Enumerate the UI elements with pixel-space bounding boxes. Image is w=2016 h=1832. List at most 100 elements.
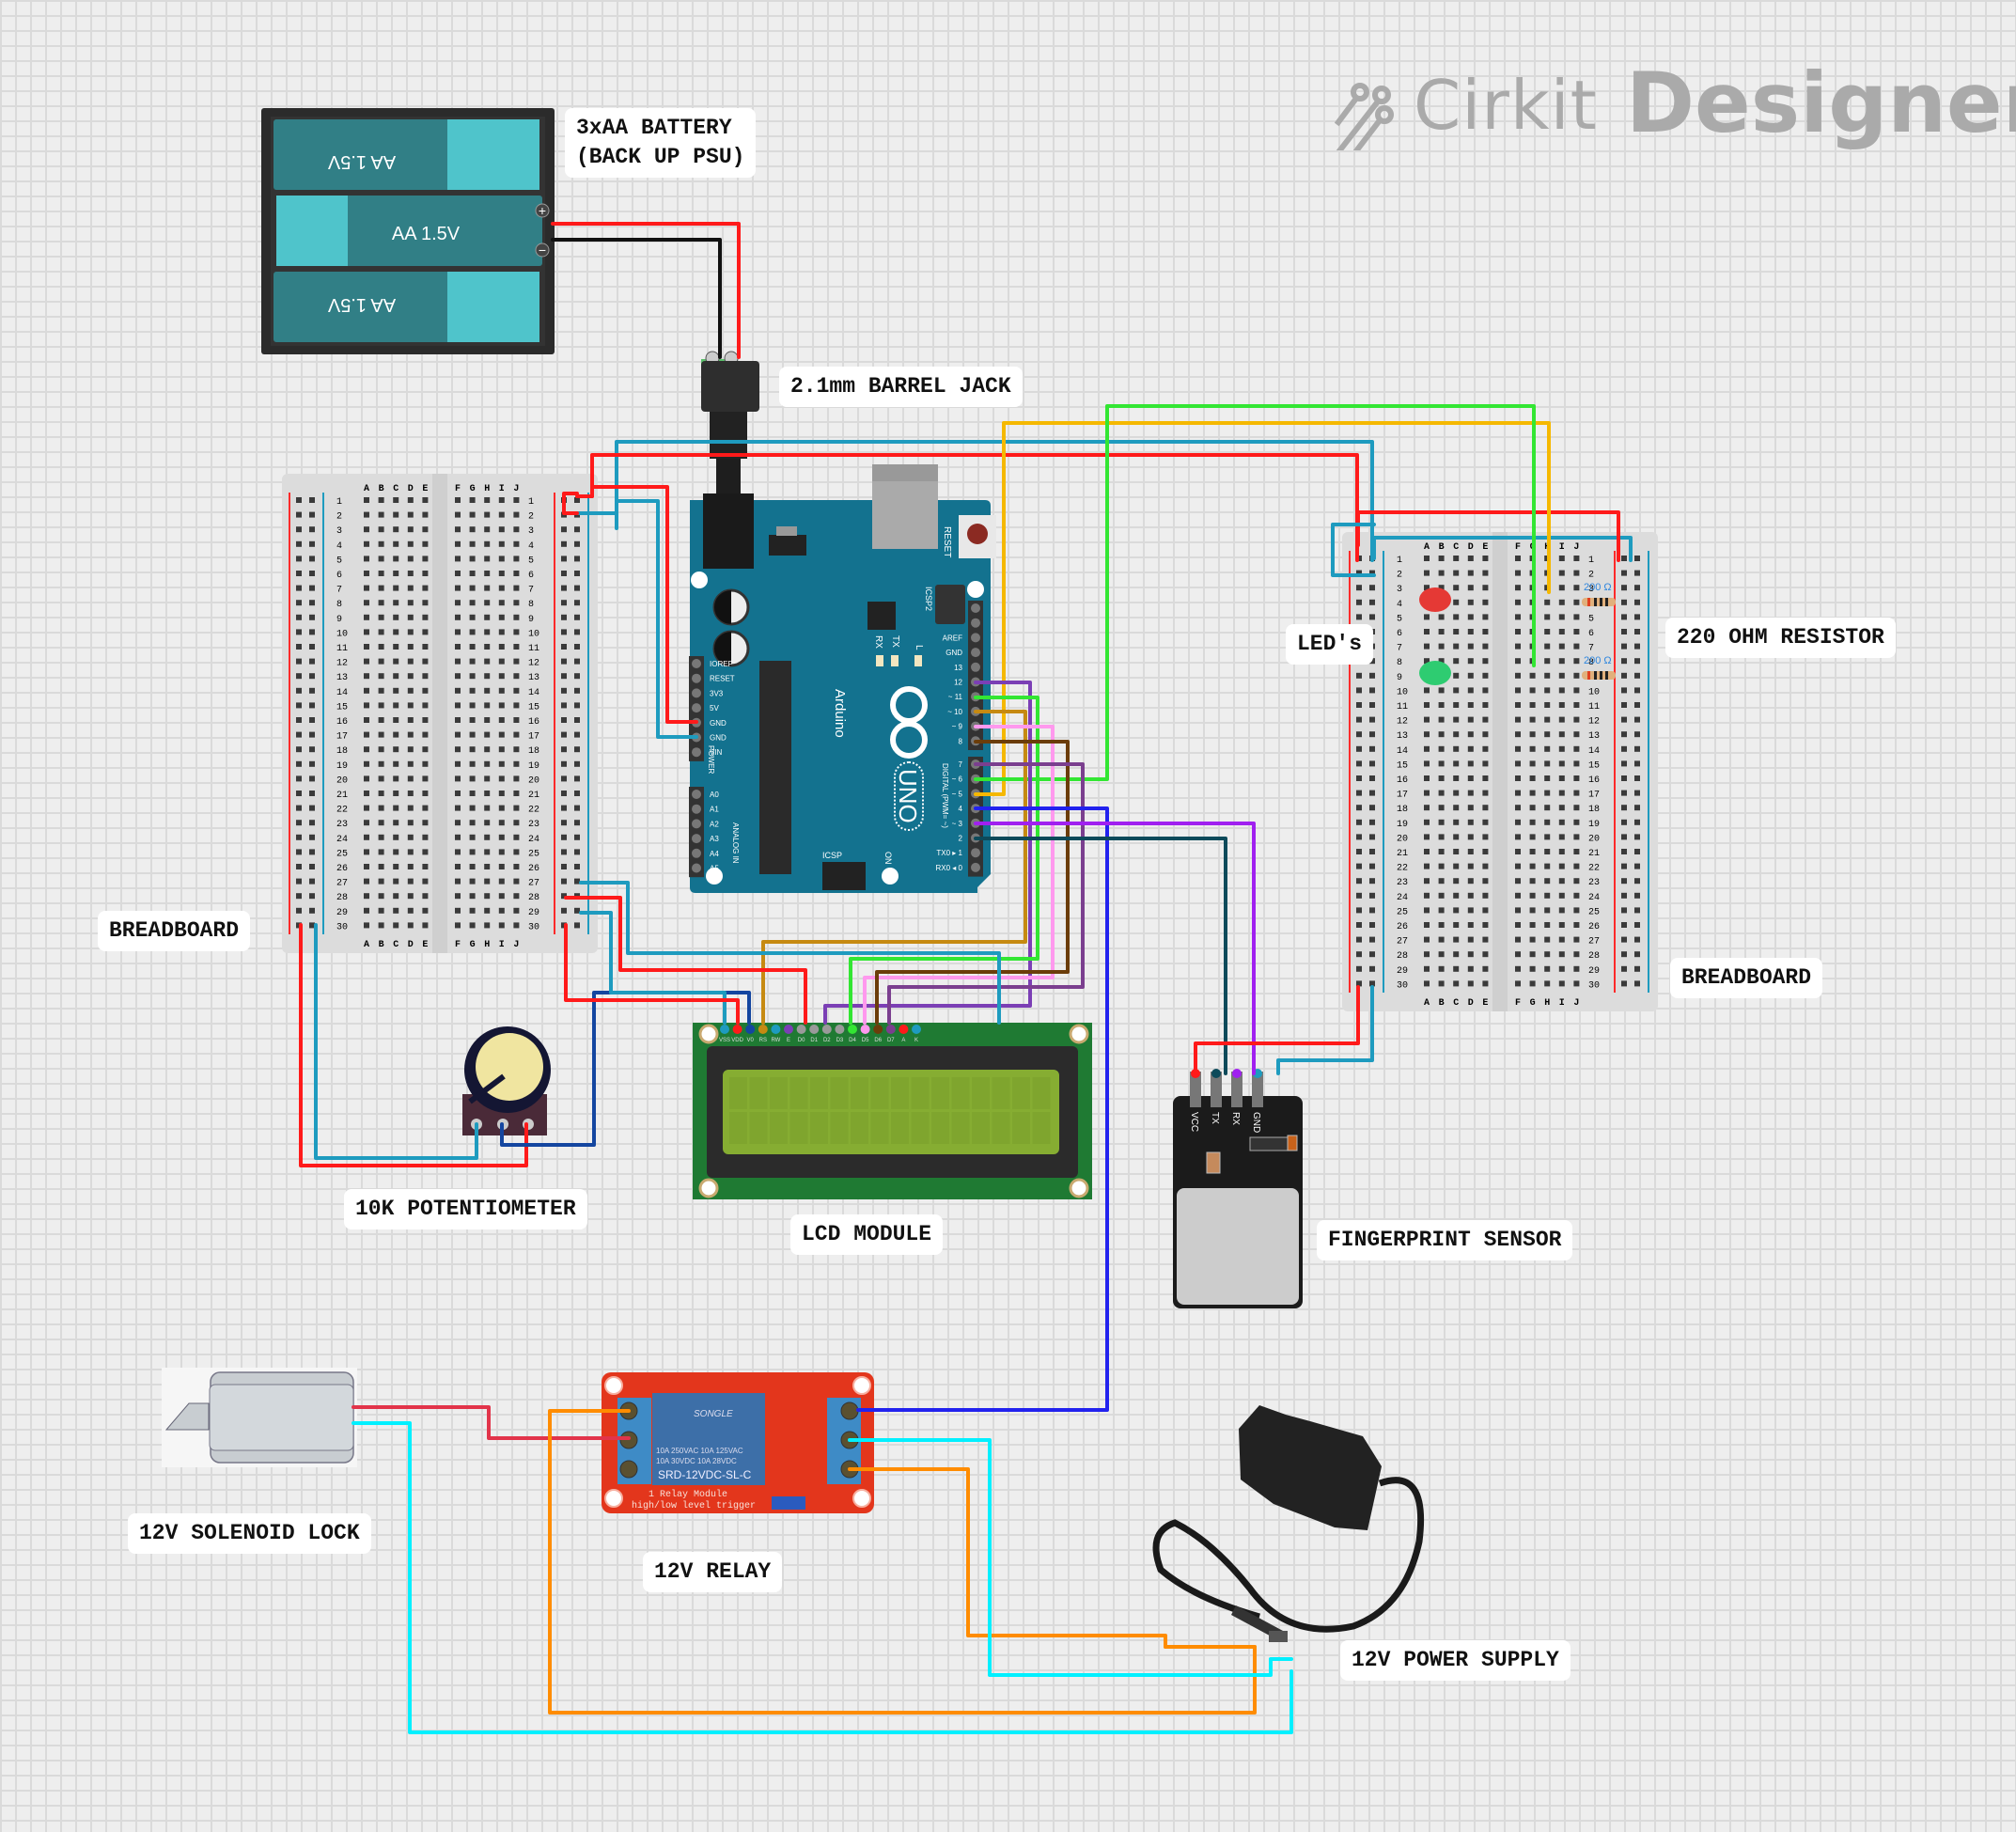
breadboard-hole[interactable]	[1634, 760, 1640, 767]
breadboard-hole[interactable]	[1544, 965, 1551, 972]
breadboard-hole[interactable]	[309, 849, 315, 855]
breadboard-hole[interactable]	[484, 526, 491, 533]
breadboard-hole[interactable]	[1467, 892, 1474, 899]
breadboard-hole[interactable]	[364, 614, 369, 620]
breadboard-hole[interactable]	[296, 629, 302, 635]
breadboard-hole[interactable]	[484, 511, 491, 518]
breadboard-hole[interactable]	[393, 540, 399, 547]
breadboard-hole[interactable]	[1634, 819, 1640, 825]
breadboard-hole[interactable]	[407, 893, 414, 900]
breadboard-hole[interactable]	[1573, 585, 1580, 591]
breadboard-hole[interactable]	[296, 907, 302, 914]
breadboard-hole[interactable]	[1369, 599, 1375, 605]
breadboard-hole[interactable]	[1634, 951, 1640, 958]
breadboard-hole[interactable]	[561, 775, 567, 782]
breadboard-hole[interactable]	[1424, 965, 1430, 972]
breadboard-hole[interactable]	[1634, 834, 1640, 840]
breadboard-hole[interactable]	[1467, 863, 1474, 869]
breadboard-hole[interactable]	[422, 614, 429, 620]
breadboard-hole[interactable]	[1453, 775, 1460, 781]
breadboard-hole[interactable]	[309, 585, 315, 591]
breadboard-hole[interactable]	[513, 746, 520, 753]
breadboard-hole[interactable]	[455, 907, 461, 914]
breadboard-hole[interactable]	[1438, 716, 1445, 723]
breadboard-hole[interactable]	[378, 614, 384, 620]
breadboard-hole[interactable]	[1558, 658, 1565, 665]
breadboard-hole[interactable]	[422, 702, 429, 709]
breadboard-hole[interactable]	[1515, 907, 1521, 914]
breadboard-hole[interactable]	[513, 731, 520, 738]
breadboard-hole[interactable]	[422, 556, 429, 562]
wire[interactable]	[887, 762, 1085, 1025]
breadboard-hole[interactable]	[455, 922, 461, 929]
breadboard-hole[interactable]	[407, 717, 414, 723]
breadboard-hole[interactable]	[1558, 922, 1565, 928]
breadboard-hole[interactable]	[378, 820, 384, 826]
breadboard-hole[interactable]	[1438, 892, 1445, 899]
breadboard-hole[interactable]	[1482, 570, 1489, 576]
breadboard-hole[interactable]	[455, 849, 461, 855]
breadboard-hole[interactable]	[1573, 658, 1580, 665]
breadboard-hole[interactable]	[364, 731, 369, 738]
breadboard-hole[interactable]	[309, 731, 315, 738]
breadboard-hole[interactable]	[1369, 760, 1375, 767]
breadboard-hole[interactable]	[1573, 570, 1580, 576]
breadboard-hole[interactable]	[455, 511, 461, 518]
breadboard-hole[interactable]	[1558, 672, 1565, 679]
breadboard-hole[interactable]	[1558, 702, 1565, 708]
breadboard-hole[interactable]	[364, 893, 369, 900]
breadboard-hole[interactable]	[393, 907, 399, 914]
breadboard-hole[interactable]	[1369, 585, 1375, 591]
breadboard-hole[interactable]	[393, 849, 399, 855]
breadboard-hole[interactable]	[1356, 745, 1362, 752]
breadboard-hole[interactable]	[513, 922, 520, 929]
breadboard-hole[interactable]	[1621, 716, 1627, 723]
breadboard-hole[interactable]	[1515, 760, 1521, 767]
breadboard-hole[interactable]	[1482, 702, 1489, 708]
breadboard-hole[interactable]	[1621, 907, 1627, 914]
breadboard-hole[interactable]	[1482, 951, 1489, 958]
breadboard-hole[interactable]	[574, 556, 580, 562]
breadboard-hole[interactable]	[1424, 629, 1430, 634]
breadboard-hole[interactable]	[1438, 702, 1445, 708]
breadboard-hole[interactable]	[498, 922, 505, 929]
breadboard-hole[interactable]	[1529, 775, 1536, 781]
breadboard-hole[interactable]	[1438, 878, 1445, 885]
breadboard-hole[interactable]	[1369, 863, 1375, 869]
breadboard-hole[interactable]	[574, 497, 580, 503]
breadboard-hole[interactable]	[1369, 775, 1375, 781]
breadboard-hole[interactable]	[364, 526, 369, 533]
breadboard-hole[interactable]	[1634, 805, 1640, 811]
breadboard-hole[interactable]	[309, 717, 315, 723]
lcd-pin-d1[interactable]	[809, 1025, 820, 1034]
breadboard-hole[interactable]	[422, 746, 429, 753]
breadboard-hole[interactable]	[574, 585, 580, 591]
breadboard-hole[interactable]	[1621, 760, 1627, 767]
breadboard-hole[interactable]	[1621, 629, 1627, 634]
breadboard-hole[interactable]	[1438, 980, 1445, 987]
breadboard-hole[interactable]	[309, 556, 315, 562]
breadboard-hole[interactable]	[1356, 702, 1362, 708]
breadboard-hole[interactable]	[296, 702, 302, 709]
breadboard-hole[interactable]	[1482, 629, 1489, 634]
wire[interactable]	[1331, 523, 1376, 577]
breadboard-hole[interactable]	[484, 571, 491, 576]
breadboard-hole[interactable]	[393, 805, 399, 811]
wire[interactable]	[551, 222, 741, 359]
breadboard-hole[interactable]	[1558, 687, 1565, 694]
breadboard-hole[interactable]	[1558, 599, 1565, 605]
breadboard-hole[interactable]	[1529, 965, 1536, 972]
breadboard-hole[interactable]	[561, 571, 567, 576]
breadboard-hole[interactable]	[422, 922, 429, 929]
breadboard-hole[interactable]	[422, 497, 429, 503]
breadboard-hole[interactable]	[469, 702, 476, 709]
breadboard-hole[interactable]	[393, 834, 399, 840]
breadboard-hole[interactable]	[484, 878, 491, 885]
breadboard-hole[interactable]	[498, 820, 505, 826]
breadboard-hole[interactable]	[574, 571, 580, 576]
breadboard-hole[interactable]	[469, 526, 476, 533]
breadboard-hole[interactable]	[393, 585, 399, 591]
breadboard-hole[interactable]	[484, 702, 491, 709]
breadboard-hole[interactable]	[393, 511, 399, 518]
breadboard-hole[interactable]	[1515, 775, 1521, 781]
